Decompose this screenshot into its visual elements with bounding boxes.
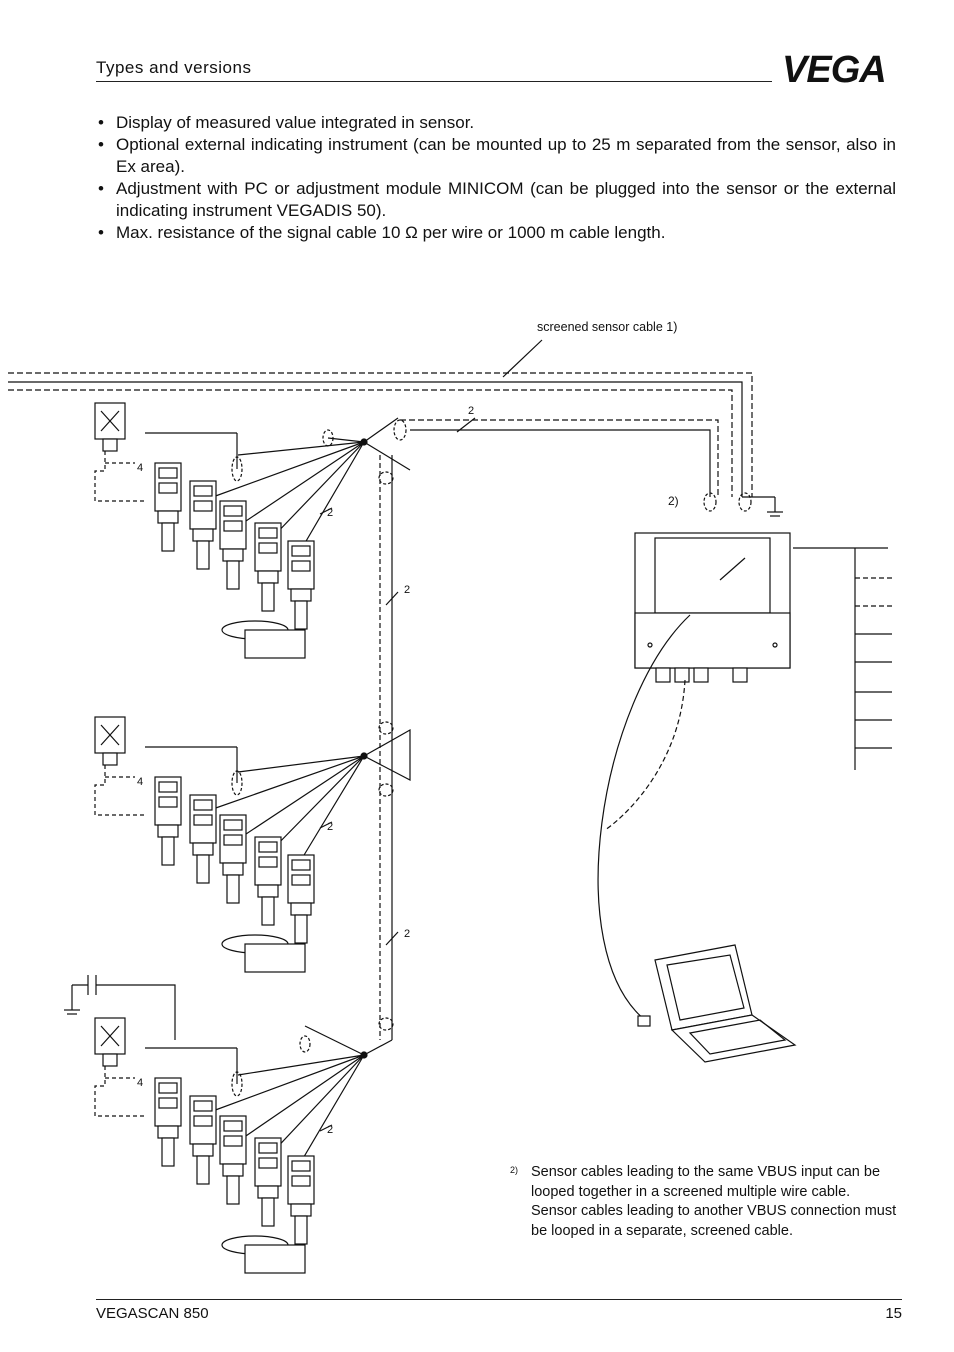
feature-list: Display of measured value integrated in … bbox=[96, 112, 896, 244]
svg-text:2): 2) bbox=[668, 494, 679, 508]
wiring-diagram: screened sensor cable 1) 2 2) 2 bbox=[8, 320, 892, 1300]
footer-product-name: VEGASCAN 850 bbox=[96, 1305, 209, 1322]
svg-text:4: 4 bbox=[137, 1077, 143, 1089]
svg-text:4: 4 bbox=[137, 776, 143, 788]
svg-text:2: 2 bbox=[404, 928, 410, 940]
svg-text:VEGA: VEGA bbox=[782, 49, 886, 88]
footnote-mark: 2) bbox=[510, 1165, 519, 1175]
bullet-item: Optional external indicating instrument … bbox=[96, 134, 896, 178]
bullet-item: Adjustment with PC or adjustment module … bbox=[96, 178, 896, 222]
vega-logo: VEGA bbox=[782, 49, 887, 88]
header-divider bbox=[96, 81, 772, 82]
bullet-item: Display of measured value integrated in … bbox=[96, 112, 896, 134]
svg-text:2: 2 bbox=[327, 821, 333, 833]
svg-text:2: 2 bbox=[404, 584, 410, 596]
footer-divider bbox=[96, 1299, 902, 1300]
svg-text:2: 2 bbox=[327, 1124, 333, 1136]
footnote: 2) Sensor cables leading to the same VBU… bbox=[510, 1163, 900, 1241]
svg-text:screened sensor cable 1): screened sensor cable 1) bbox=[537, 320, 677, 334]
bullet-item: Max. resistance of the signal cable 10 Ω… bbox=[96, 222, 896, 244]
svg-text:4: 4 bbox=[137, 462, 143, 474]
svg-text:2: 2 bbox=[327, 507, 333, 519]
page-number: 15 bbox=[885, 1305, 902, 1322]
footnote-text-1: Sensor cables leading to the same VBUS i… bbox=[531, 1164, 881, 1200]
page-section-title: Types and versions bbox=[96, 58, 252, 77]
svg-text:2: 2 bbox=[468, 405, 474, 417]
footnote-text-2: Sensor cables leading to another VBUS co… bbox=[531, 1203, 897, 1239]
